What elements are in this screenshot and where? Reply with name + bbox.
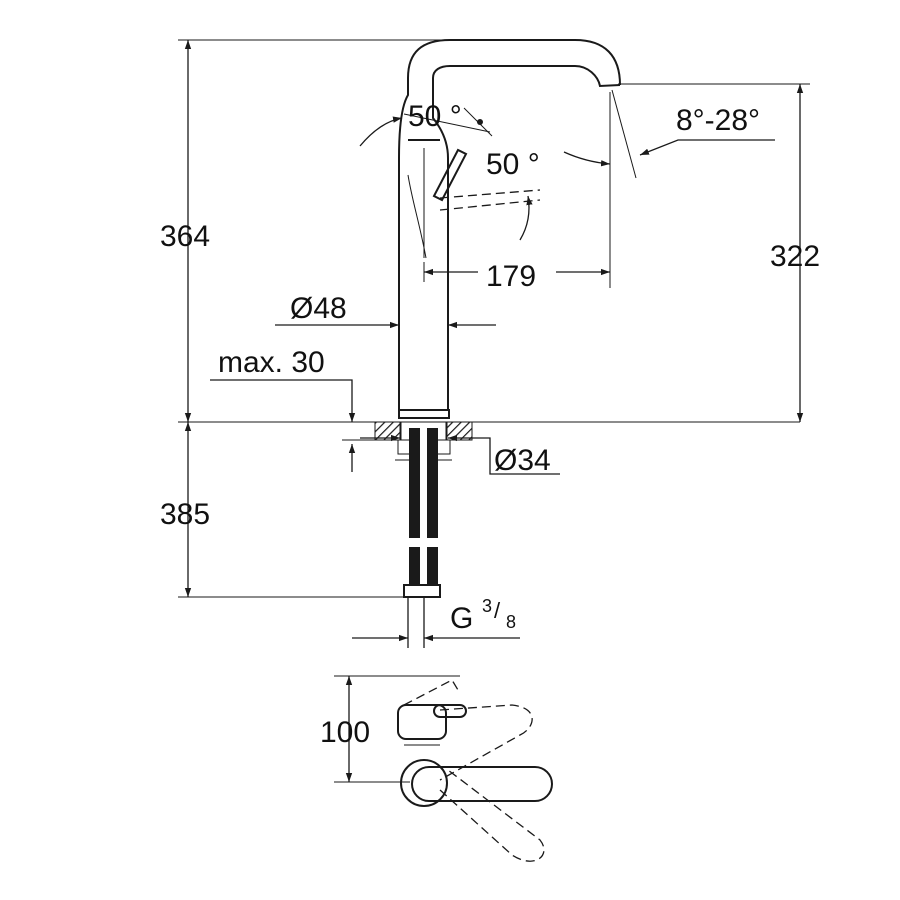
tap-side-view: [398, 39, 621, 419]
label-thread-slash: /: [494, 598, 501, 623]
hose-upper: [409, 428, 438, 538]
angle-arc-lever-forward: [359, 116, 403, 147]
hose-lower: [409, 547, 438, 585]
spout-inner: [432, 65, 621, 400]
label-spout-height: 322: [770, 240, 820, 273]
label-body-diameter: Ø48: [290, 292, 347, 325]
label-hole-diameter: Ø34: [494, 444, 551, 477]
lever-handle: [432, 148, 468, 202]
hose-connector: [403, 584, 441, 598]
label-overall-height: 364: [160, 220, 210, 253]
label-angle-lever-lift: 50 °: [486, 148, 540, 181]
body-taper: [407, 174, 427, 259]
lever-ghost-position: [439, 189, 541, 211]
plan-lever-ghost-down: [439, 769, 545, 862]
plan-body: [397, 704, 447, 740]
angle-arc-spout: [563, 151, 611, 167]
base-collar: [398, 409, 450, 419]
plan-view: [397, 679, 553, 862]
label-thread-num: 3: [482, 596, 492, 616]
plan-spout-base: [400, 759, 448, 807]
plan-lever-ghost-up: [439, 704, 533, 781]
plan-lever: [411, 766, 553, 802]
label-max-deck: max. 30: [218, 346, 325, 379]
angle-arc-lever-lift: [519, 195, 533, 241]
label-thread: G: [450, 602, 473, 635]
label-thread-den: 8: [506, 612, 516, 632]
label-lever-clearance: 100: [320, 716, 370, 749]
labels: 364 322 179 Ø48 max. 30 Ø34 385 G 3 / 8 …: [160, 100, 820, 749]
label-angle-lever-forward: 50 °: [408, 100, 462, 133]
label-hose-length: 385: [160, 498, 210, 531]
dimension-lines: [178, 39, 810, 783]
label-angle-spout-swivel: 8°-28°: [676, 104, 760, 137]
label-spout-reach: 179: [486, 260, 536, 293]
